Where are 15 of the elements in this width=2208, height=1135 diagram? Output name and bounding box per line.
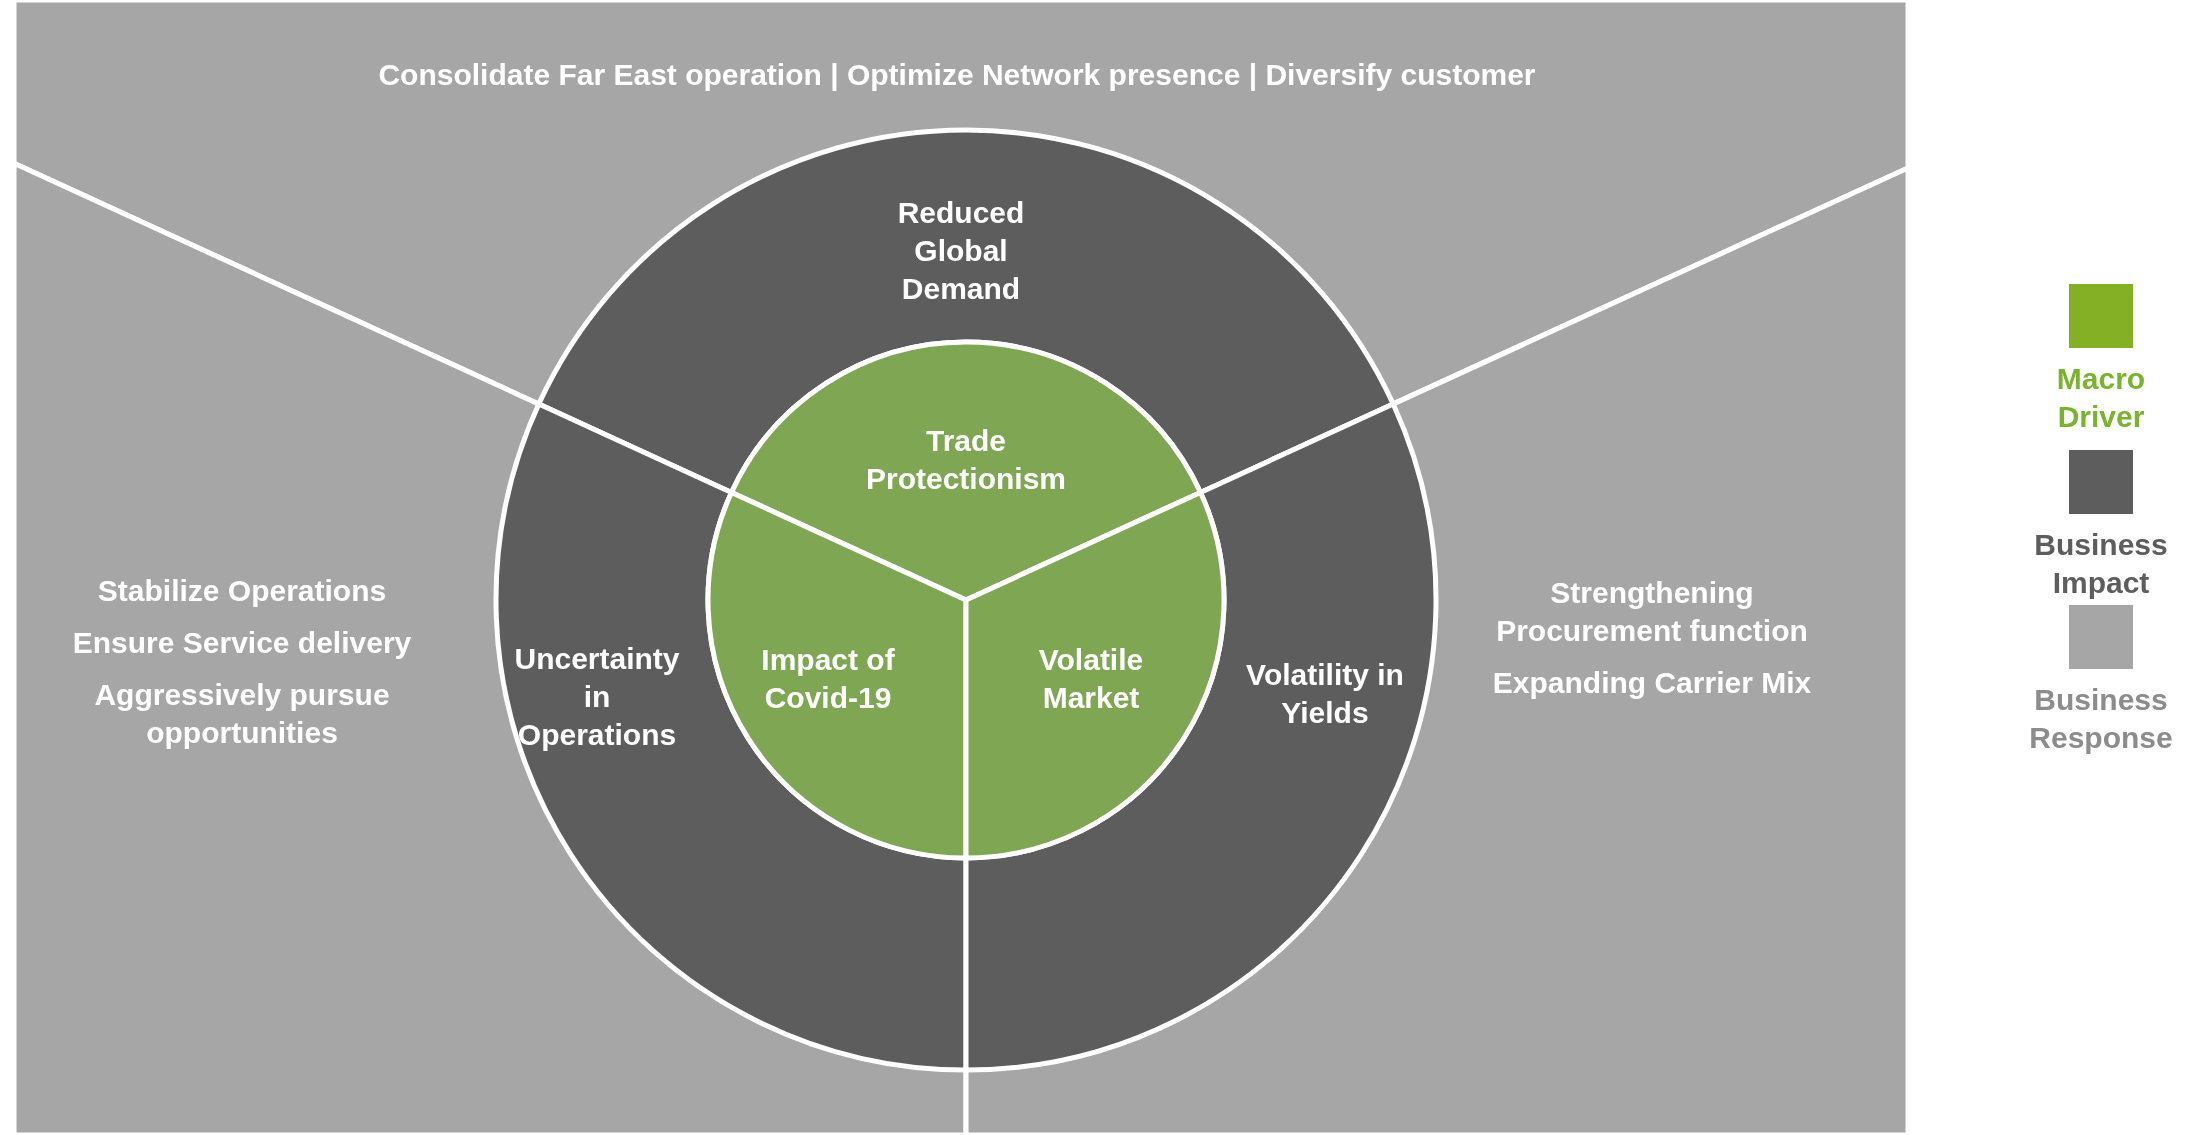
segment-label: Uncertainty in Operations [513,640,681,754]
segment-label: Trade Protectionism [864,422,1067,497]
segment-label: Consolidate Far East operation | Optimize Network presence | Diversify customer [378,56,1536,93]
segment-label: Strengthening Procurement function [1495,574,1809,649]
segment-label: Volatility in Yields [1245,656,1405,731]
segment-label: Stabilize Operations [97,572,387,609]
segment-label: Volatile Market [1037,641,1145,716]
segment-label: Impact of Covid-19 [760,641,896,716]
legend-label: Business Impact [2033,527,2169,602]
segment-label: Ensure Service delivery [72,624,412,661]
segment-label: Reduced Global Demand [896,194,1026,308]
segment-label: Aggressively pursue opportunities [93,677,391,752]
legend-label: Macro Driver [2055,361,2147,436]
legend-label: Business Response [2028,682,2174,757]
segment-label: Expanding Carrier Mix [1492,665,1812,702]
